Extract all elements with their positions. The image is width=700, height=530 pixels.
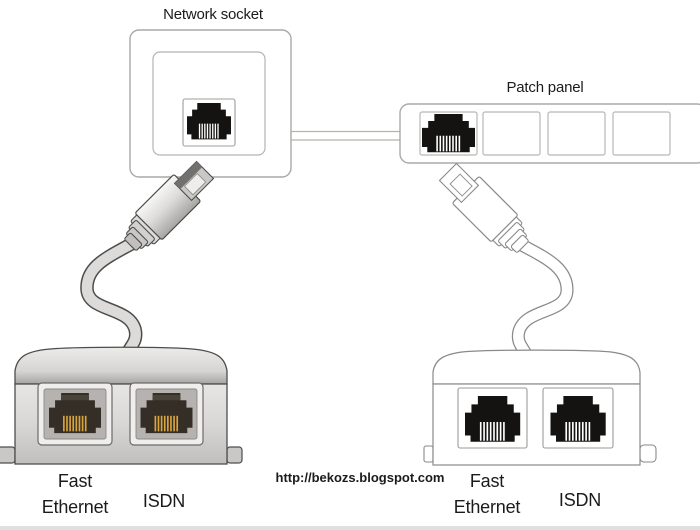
patch-panel-label: Patch panel: [506, 79, 584, 96]
patch-panel-graphic: [399, 103, 700, 164]
bottom-edge-strip: [0, 526, 700, 530]
right-patch-cord: [438, 162, 574, 363]
wall-cable: [291, 130, 401, 141]
right-splitter-isdn-label: ISDN: [558, 490, 602, 510]
left-patch-cord: [80, 160, 215, 361]
patch-panel-port-4: [612, 111, 671, 156]
patch-panel-port-3: [547, 111, 606, 156]
left-splitter-graphic: [0, 346, 243, 465]
right-splitter-fast-ethernet-port: [457, 387, 528, 449]
patch-panel-port-2: [482, 111, 541, 156]
watermark-url: http://bekozs.blogspot.com: [275, 470, 445, 485]
rj45-plug-shaded: [124, 160, 215, 251]
left-splitter-isdn-port: [129, 382, 204, 446]
network-socket-label: Network socket: [163, 6, 263, 23]
right-splitter-fast-ethernet-label: Fast Ethernet: [453, 471, 521, 517]
left-splitter-fast-ethernet-label: Fast Ethernet: [41, 471, 109, 517]
right-splitter-graphic: [423, 349, 657, 466]
network-socket-graphic: [129, 29, 292, 178]
left-splitter-isdn-label: ISDN: [142, 491, 186, 511]
rj45-plug-outline: [438, 162, 529, 253]
left-splitter-fast-ethernet-port: [37, 382, 113, 446]
right-splitter-isdn-port: [542, 387, 614, 449]
